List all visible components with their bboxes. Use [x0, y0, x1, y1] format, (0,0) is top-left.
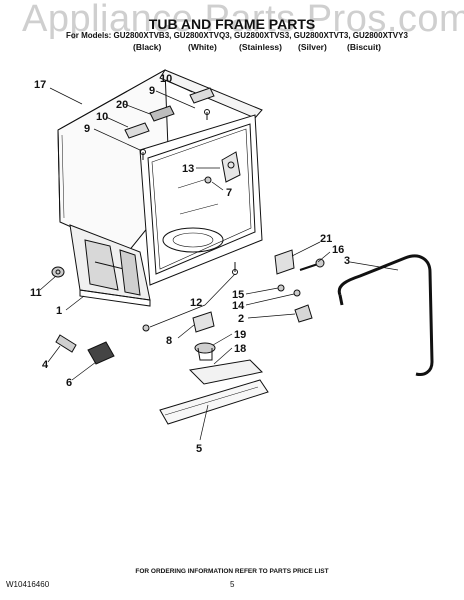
page-title: TUB AND FRAME PARTS	[148, 16, 316, 32]
switch-19	[194, 342, 216, 361]
color-label-stainless: (Stainless)	[239, 42, 282, 52]
watermark: Appliance Parts Pros.com	[22, 0, 464, 40]
callout-labels: 17 10 9 20 10 9 13 7 21 16 3 11 1 12 15 …	[30, 73, 350, 455]
shim-part-20	[149, 105, 175, 122]
callout-11: 11	[30, 287, 42, 299]
callout-7: 7	[226, 187, 232, 199]
callout-21: 21	[320, 233, 332, 245]
screw-7	[204, 176, 212, 184]
top-bracket-left	[124, 122, 150, 160]
door-gasket	[337, 254, 434, 376]
top-bracket-right	[189, 87, 215, 120]
callout-3: 3	[344, 255, 350, 267]
bracket-8	[192, 311, 215, 333]
bracket-18	[188, 359, 264, 385]
models-line: For Models: GU2800XTVB3, GU2800XTVQ3, GU…	[66, 31, 408, 40]
callout-9-left: 9	[84, 123, 90, 135]
callout-10-left: 10	[96, 111, 108, 123]
callout-14: 14	[232, 300, 245, 312]
color-label-white: (White)	[188, 42, 217, 52]
pad-6	[87, 341, 115, 365]
callout-19: 19	[234, 329, 246, 341]
callout-6: 6	[66, 377, 72, 389]
callout-13: 13	[182, 163, 194, 175]
foot-11	[51, 266, 65, 278]
ordering-info-footer: FOR ORDERING INFORMATION REFER TO PARTS …	[135, 568, 329, 575]
callout-12: 12	[190, 297, 202, 309]
callout-15: 15	[232, 289, 244, 301]
callout-10-top: 10	[160, 73, 172, 85]
callout-20: 20	[116, 99, 128, 111]
callout-9-top: 9	[149, 85, 155, 97]
screw-15	[277, 284, 285, 292]
callout-1: 1	[56, 305, 62, 317]
tub-assembly	[57, 69, 263, 307]
callout-16: 16	[332, 244, 344, 256]
leader-lines	[39, 79, 399, 441]
callout-17: 17	[34, 79, 46, 91]
callout-18: 18	[234, 343, 246, 355]
callout-5: 5	[196, 443, 202, 455]
panel-5	[159, 379, 269, 425]
color-label-black: (Black)	[133, 42, 162, 52]
bracket-2	[294, 304, 313, 323]
color-label-biscuit: (Biscuit)	[347, 42, 381, 52]
hose-4	[55, 334, 77, 353]
callout-2: 2	[238, 313, 244, 325]
callout-8: 8	[166, 335, 172, 347]
bracket-21	[274, 249, 295, 275]
color-label-silver: (Silver)	[298, 42, 327, 52]
document-number: W10416460	[6, 580, 50, 589]
screw-14	[293, 289, 301, 297]
callout-4: 4	[42, 359, 49, 371]
page-number: 5	[230, 580, 235, 589]
screw-16	[299, 258, 325, 271]
